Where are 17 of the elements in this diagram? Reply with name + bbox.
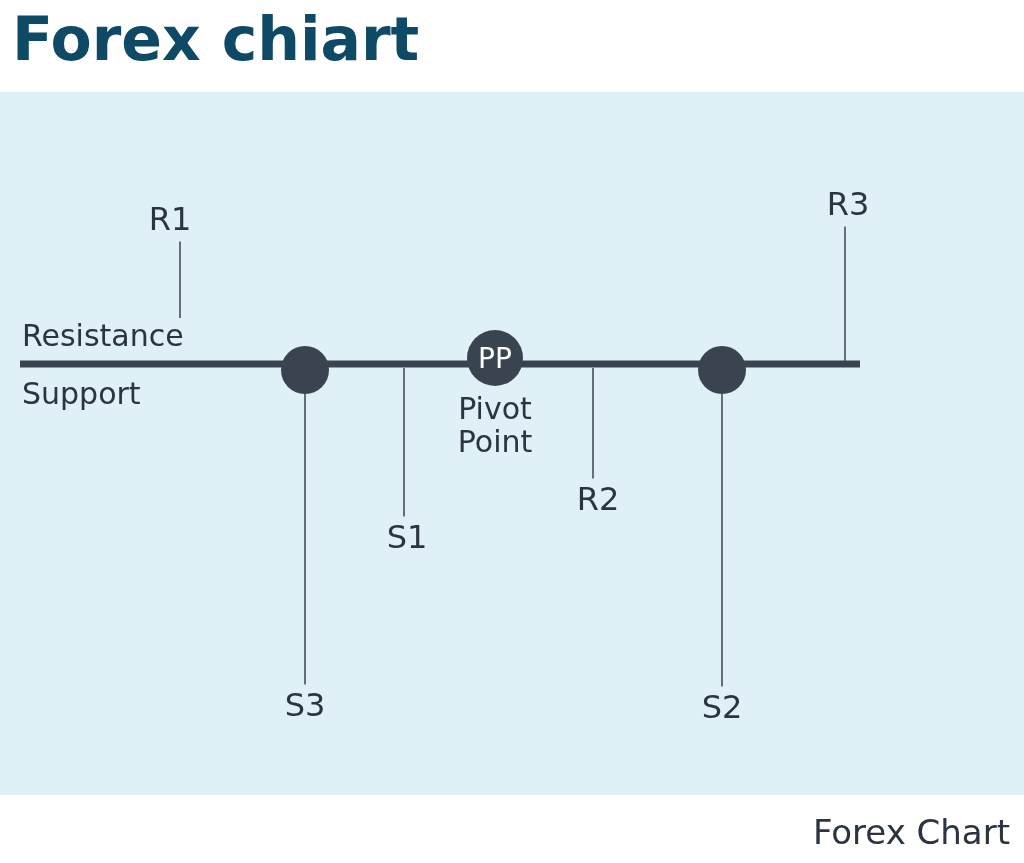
level-label: R2 [576, 482, 620, 518]
level-label: S3 [284, 688, 326, 724]
leader-line [179, 240, 181, 319]
leader-line [403, 367, 405, 518]
leader-line [844, 225, 846, 363]
level-label: R1 [148, 202, 192, 238]
leader-line [592, 367, 594, 480]
leader-line [304, 393, 306, 686]
diagram-title: Forex chiart [12, 4, 420, 74]
leader-line [721, 393, 723, 688]
level-label: R3 [826, 187, 870, 223]
node-caption: Pivot Point [456, 392, 534, 458]
diagram-caption: Forex Chart [812, 812, 1010, 852]
side-label: Resistance [22, 318, 184, 353]
level-label: S1 [386, 520, 428, 556]
level-label: S2 [701, 690, 743, 726]
side-label: Support [22, 376, 141, 411]
